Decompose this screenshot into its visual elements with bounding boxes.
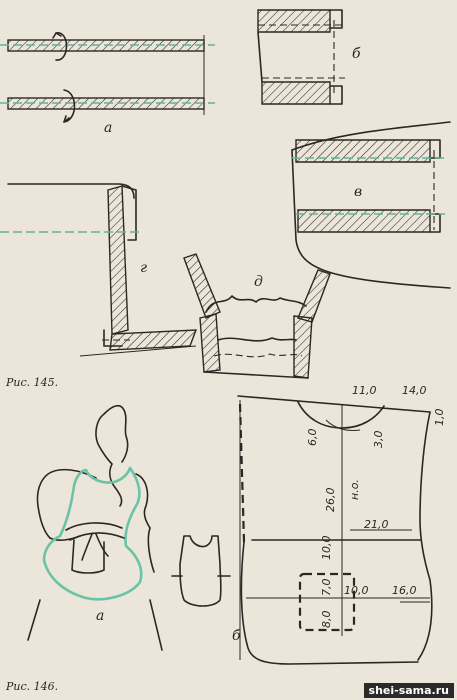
label-v: в [354,184,362,200]
dim-7-0: 7,0 [320,579,333,597]
label-a-bottom: а [96,608,104,624]
rotation-arrow-lower [63,89,76,123]
pattern-right-edge [417,411,433,661]
fig146-b-pattern: 11,0 14,0 1,0 6,0 3,0 26,0 н.о. 21,0 10,… [232,384,446,665]
v-fold-lower [429,213,441,233]
body-sides [49,527,155,573]
watermark: shei-sama.ru [363,683,454,698]
b-fold-upper [329,9,343,29]
fig145-d-gathered-piece: д [183,253,331,379]
dim-14-0: 14,0 [402,384,427,397]
g-vertical-hatched [107,185,129,335]
v-upper-hatched [295,139,431,163]
dim-1-0: 1,0 [433,409,446,427]
dim-26-0: 26,0 [324,488,337,513]
d-gathered-top [205,295,307,313]
b-upper-hatched [257,9,331,33]
b-lower-hatched [261,81,331,105]
v-left-edge [291,149,297,241]
apron-waistband [65,522,125,541]
fig145-g-corner: г [0,183,198,357]
fig145-v-seam: в [291,121,451,289]
label-d: д [254,274,263,290]
g-fold [121,185,137,241]
v-fold-upper [429,139,441,159]
label-b-bottom: б [232,628,241,644]
pattern-top-line [237,395,431,413]
g-corner-fold [103,329,123,347]
fig145-b-seam: б [257,9,361,105]
v-bottom-curve [295,239,451,289]
arrow-head-lower [63,115,70,123]
apron-pocket [71,539,105,574]
label-g: г [140,260,147,276]
apron-bow [81,533,109,561]
fig146-a-figure: а [27,404,163,651]
shoulders-arms [36,468,151,539]
small-apron-outline [179,535,222,607]
caption-fig145: Рис. 145. [5,376,58,389]
dim-3-0: 3,0 [372,431,385,449]
head-hair [95,404,129,507]
g-top-line [7,183,135,199]
caption-fig146: Рис. 146. [5,680,58,693]
g-base-line [79,345,197,357]
label-b-top: б [352,46,361,62]
dim-6-0: 6,0 [306,429,319,447]
pattern-left-dashed [238,403,246,543]
dim-11-0: 11,0 [352,384,377,397]
d-dash-hem [213,353,303,358]
pattern-neck-inner [325,419,361,431]
pattern-bottom [240,541,419,665]
dim-16-0: 16,0 [392,584,417,597]
d-bottom [203,371,309,379]
b-left-edge [257,31,263,83]
dim-10-0-vertical: 10,0 [320,536,333,561]
apron-outline [42,466,143,601]
legs [27,599,163,651]
b-fold-lower [329,85,343,105]
dim-8-0: 8,0 [320,611,333,629]
dim-21-0: 21,0 [364,518,389,531]
d-inner-seam [217,337,297,342]
fig146-small-apron [171,535,231,607]
pattern-pocket [298,572,356,632]
dim-10-0-horizontal: 10,0 [344,584,369,597]
d-right-band [293,315,313,379]
label-a-top: а [104,120,112,136]
dim-n-o: н.о. [348,479,361,500]
rotation-arrow-upper [55,32,68,61]
d-right-strap [297,269,331,323]
d-left-band [199,313,221,373]
d-left-strap [183,253,221,319]
arrow-head-upper [52,32,62,39]
fig145-a-seams: а [0,32,215,136]
pattern-neckline [297,401,385,429]
g-horizontal-hatched [109,329,198,351]
